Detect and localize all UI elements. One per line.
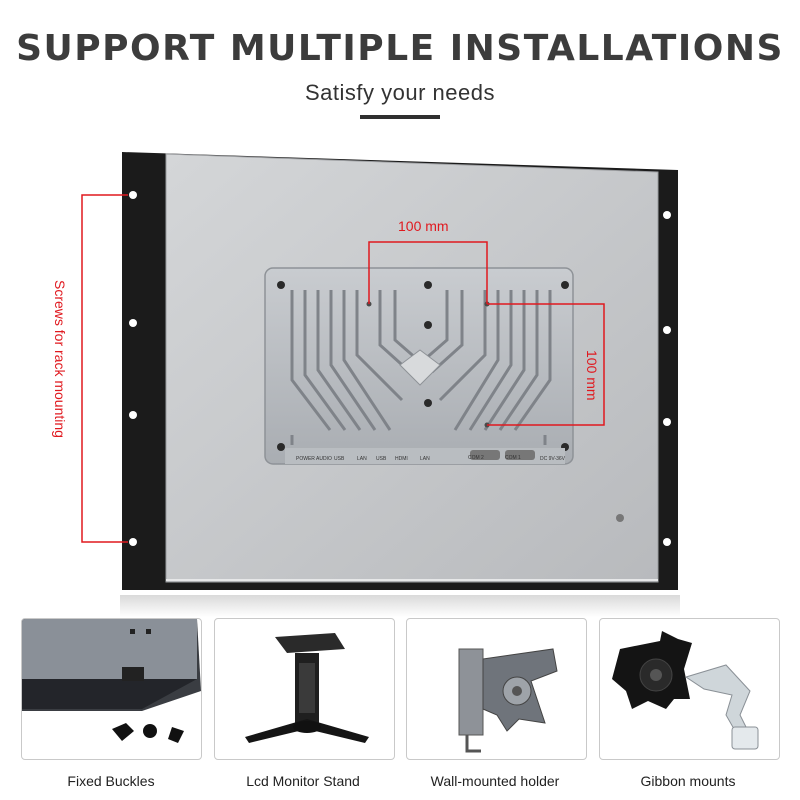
page-subtitle: Satisfy your needs xyxy=(305,80,495,105)
port-labels: POWER AUDIO USB LAN USB HDMI LAN COM 2 C… xyxy=(296,455,566,462)
heatsink-screws xyxy=(277,281,569,451)
mount-caption-monitor-stand: Lcd Monitor Stand xyxy=(246,773,360,789)
port-label-usb: USB xyxy=(334,456,345,462)
arm-mount-icon xyxy=(612,631,759,750)
panel-screw xyxy=(616,514,624,522)
rack-mount-label: Screws for rack mounting xyxy=(52,280,68,438)
mount-card-monitor-stand xyxy=(214,618,395,760)
port-label-com1: COM 1 xyxy=(505,455,521,461)
mount-caption-gibbon: Gibbon mounts xyxy=(640,773,736,789)
port-label-lan-2: LAN xyxy=(420,456,430,462)
mount-options: Fixed Buckles Lcd Monitor Stand Wall-mou… xyxy=(0,618,800,800)
mount-card-gibbon xyxy=(599,618,780,760)
mount-caption-wall-holder: Wall-mounted holder xyxy=(430,773,560,789)
mount-caption-fixed-buckles: Fixed Buckles xyxy=(67,773,155,789)
monitor-stand-icon xyxy=(245,633,369,743)
dimension-horizontal-label: 100 mm xyxy=(398,218,449,234)
port-label-hdmi: HDMI xyxy=(395,456,408,462)
port-label-dc: DC 9V-36V xyxy=(540,456,566,462)
title-underline xyxy=(360,115,440,119)
port-label-usb-2: USB xyxy=(376,456,387,462)
mount-card-wall-holder xyxy=(406,618,587,760)
panel-reflection xyxy=(120,595,680,617)
dimension-vertical-label: 100 mm xyxy=(584,350,600,401)
mount-card-fixed-buckles xyxy=(21,618,202,760)
heatsink-fins xyxy=(290,290,552,445)
wall-mount-icon xyxy=(458,648,558,753)
rack-holes-right xyxy=(663,211,671,546)
dimension-lines xyxy=(81,194,605,543)
panel-pc-back-illustration: POWER AUDIO USB LAN USB HDMI LAN COM 2 C… xyxy=(81,152,678,590)
rack-holes-left xyxy=(129,191,137,546)
port-label-lan: LAN xyxy=(357,456,367,462)
product-hero: POWER AUDIO USB LAN USB HDMI LAN COM 2 C… xyxy=(0,140,800,600)
buckle-icon xyxy=(22,619,201,743)
page-title: SUPPORT MULTIPLE INSTALLATIONS xyxy=(16,28,784,69)
port-label-power: POWER xyxy=(296,456,315,462)
port-label-com2: COM 2 xyxy=(468,455,484,461)
port-label-audio: AUDIO xyxy=(316,456,332,462)
